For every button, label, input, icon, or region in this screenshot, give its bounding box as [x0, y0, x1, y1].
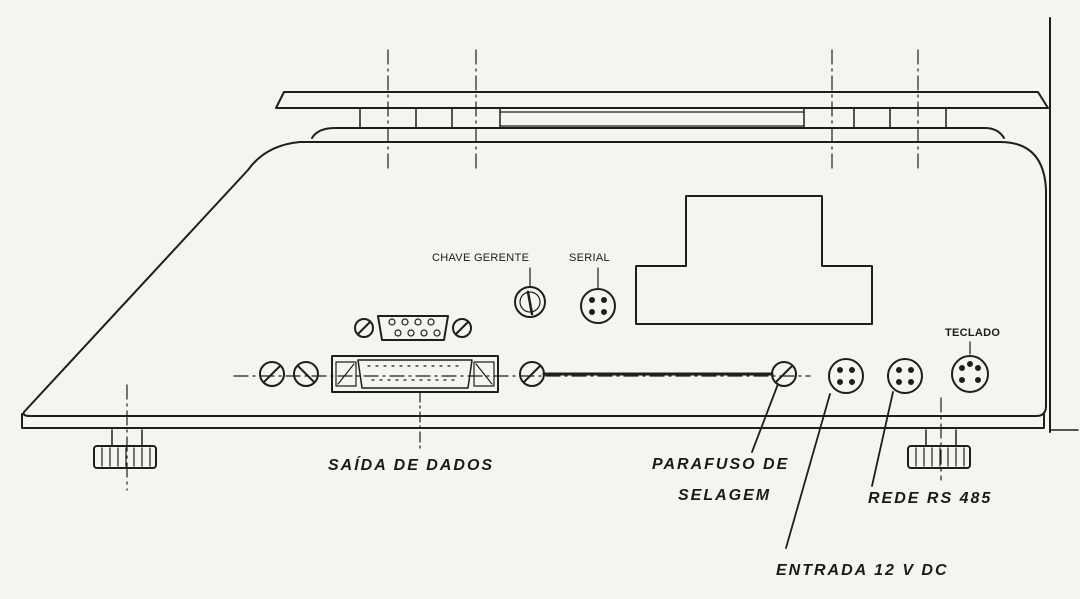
center-lines: [126, 49, 942, 491]
screws: [259, 361, 797, 387]
db25-connector: [331, 355, 499, 393]
label-teclado: TECLADO: [945, 327, 1001, 339]
keyboard-din-port: [951, 341, 989, 393]
label-rede-rs485: REDE RS 485: [868, 490, 993, 507]
top-cover-band: [311, 127, 1005, 139]
label-entrada-12vdc: ENTRADA 12 V DC: [776, 562, 949, 579]
power-input-port: [828, 358, 864, 394]
label-chave-gerente: CHAVE GERENTE: [432, 252, 530, 264]
label-serial: SERIAL: [569, 252, 610, 264]
display-outline: [635, 195, 873, 325]
manager-key-lock: [514, 267, 546, 318]
foot-right: [907, 429, 971, 469]
db9-connector: [354, 315, 472, 341]
housing-base: [21, 413, 1045, 429]
serial-port: [580, 267, 616, 324]
label-selagem: SELAGEM: [678, 487, 772, 504]
leader-lines: [751, 383, 894, 549]
platter-support-left: [359, 107, 501, 129]
label-parafuso-de: PARAFUSO DE: [652, 456, 790, 473]
foot-left: [93, 429, 157, 469]
weighing-platter: [275, 91, 1049, 109]
rs485-port: [887, 358, 923, 394]
label-saida-de-dados: SAÍDA DE DADOS: [328, 457, 495, 474]
scale-housing: [22, 141, 1047, 417]
platter-support-right: [803, 107, 947, 129]
